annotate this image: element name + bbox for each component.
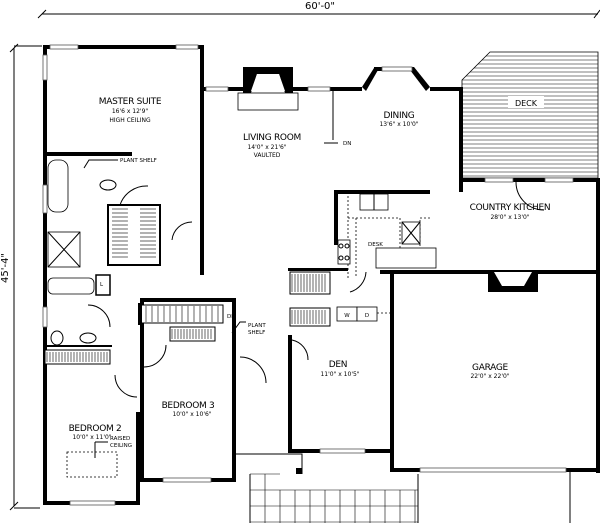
deck: [461, 51, 599, 179]
garage-name: GARAGE: [472, 363, 508, 373]
raised-ceiling-label-2: CEILING: [110, 443, 132, 449]
room-bedroom-3: BEDROOM 3 10'0" x 10'6": [162, 401, 215, 418]
living-room-size: 14'0" x 21'6": [247, 144, 286, 151]
master-suite-name: MASTER SUITE: [99, 97, 162, 107]
plant-shelf-master-label: PLANT SHELF: [120, 158, 157, 164]
stair-dn-label: DN: [227, 314, 235, 320]
dining-size: 13'6" x 10'0": [379, 121, 418, 128]
bedroom-3-name: BEDROOM 3: [162, 401, 215, 411]
plant-shelf-hall-label-2: SHELF: [248, 330, 265, 336]
raised-ceiling-label-1: RAISED: [110, 436, 130, 442]
linen-closet-label: L: [100, 282, 104, 288]
living-room-name: LIVING ROOM: [243, 133, 301, 143]
room-den: DEN 11'0" x 10'5": [320, 360, 359, 378]
windows: [42, 44, 574, 506]
patio: [236, 453, 571, 523]
bedroom-2-size: 10'0" x 11'0": [72, 434, 111, 441]
country-kitchen-name: COUNTRY KITCHEN: [470, 203, 551, 213]
desk-label: DESK: [368, 242, 383, 248]
dryer-label: D: [365, 313, 369, 319]
den-size: 11'0" x 10'5": [320, 371, 359, 378]
dining-name: DINING: [384, 111, 415, 121]
fireplace-living: [237, 67, 299, 111]
stairs: [138, 303, 224, 325]
laundry: [336, 306, 390, 322]
raised-ceiling-outline: [66, 451, 118, 478]
den-name: DEN: [329, 360, 347, 370]
kitchen-counters: [337, 193, 437, 278]
room-country-kitchen: COUNTRY KITCHEN 28'0" x 13'0": [470, 203, 551, 221]
master-suite-note: HIGH CEILING: [109, 117, 151, 124]
depth-dimension: 45'-4": [0, 253, 11, 283]
living-dn-label: DN: [343, 141, 351, 147]
washer-label: W: [344, 313, 350, 319]
deck-label: DECK: [515, 99, 538, 108]
room-living-room: LIVING ROOM 14'0" x 21'6" VAULTED: [243, 133, 301, 159]
plant-shelf-hall-label-1: PLANT: [248, 323, 266, 329]
room-bedroom-2: BEDROOM 2 10'0" x 11'0": [69, 424, 122, 441]
room-master-suite: MASTER SUITE 16'6 x 12'9" HIGH CEILING: [99, 97, 162, 124]
country-kitchen-size: 28'0" x 13'0": [490, 214, 529, 221]
fireplace-garage: [488, 270, 538, 292]
bedroom-3-size: 10'0" x 10'6": [172, 411, 211, 418]
room-garage: GARAGE 22'0" x 22'0": [470, 363, 509, 380]
exterior-walls: [43, 45, 600, 505]
room-dining: DINING 13'6" x 10'0": [379, 111, 418, 128]
garage-size: 22'0" x 22'0": [470, 373, 509, 380]
closets: [44, 204, 331, 365]
bathrooms: [47, 152, 132, 347]
dimension-lines: [9, 9, 600, 511]
doors: [87, 90, 545, 398]
width-dimension: 60'-0": [305, 1, 335, 12]
master-suite-size: 16'6 x 12'9": [112, 108, 149, 115]
bedroom-2-name: BEDROOM 2: [69, 424, 122, 434]
living-room-note: VAULTED: [254, 152, 281, 159]
